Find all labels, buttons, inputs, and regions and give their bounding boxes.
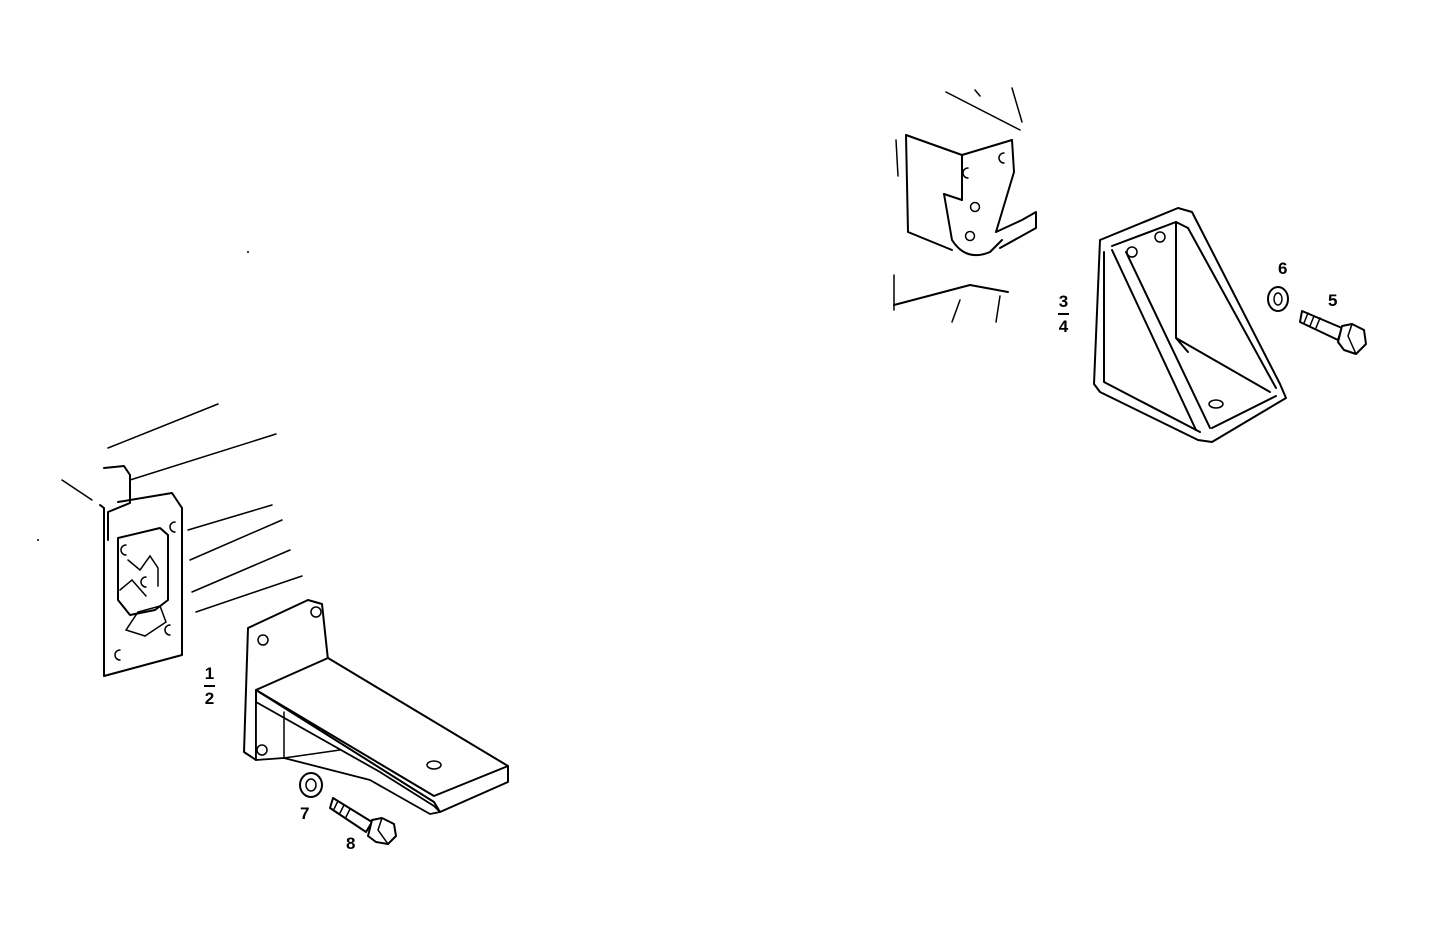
speck — [37, 539, 39, 541]
callout-5: 5 — [1328, 291, 1338, 310]
callout-6: 6 — [1278, 259, 1288, 278]
callout-8: 8 — [346, 834, 356, 853]
callout-1-2-denominator: 2 — [204, 689, 215, 708]
bolt-8 — [329, 797, 397, 845]
left-engine-frame — [61, 403, 303, 677]
fraction-bar — [1058, 313, 1069, 315]
callout-7: 7 — [300, 804, 310, 823]
fraction-bar — [204, 685, 215, 687]
callout-1-2: 1 2 — [204, 664, 215, 709]
left-mounting-bracket — [243, 599, 509, 815]
right-gusset-bracket — [1093, 207, 1287, 443]
callout-1-2-numerator: 1 — [204, 664, 215, 683]
washer-6 — [1267, 286, 1289, 312]
callout-3-4: 3 4 — [1058, 292, 1069, 337]
bolt-5 — [1299, 310, 1367, 355]
washer-7 — [299, 772, 323, 798]
right-engine-frame — [893, 87, 1037, 323]
callout-3-4-denominator: 4 — [1058, 317, 1069, 336]
callout-3-4-numerator: 3 — [1058, 292, 1069, 311]
speck — [247, 251, 249, 253]
